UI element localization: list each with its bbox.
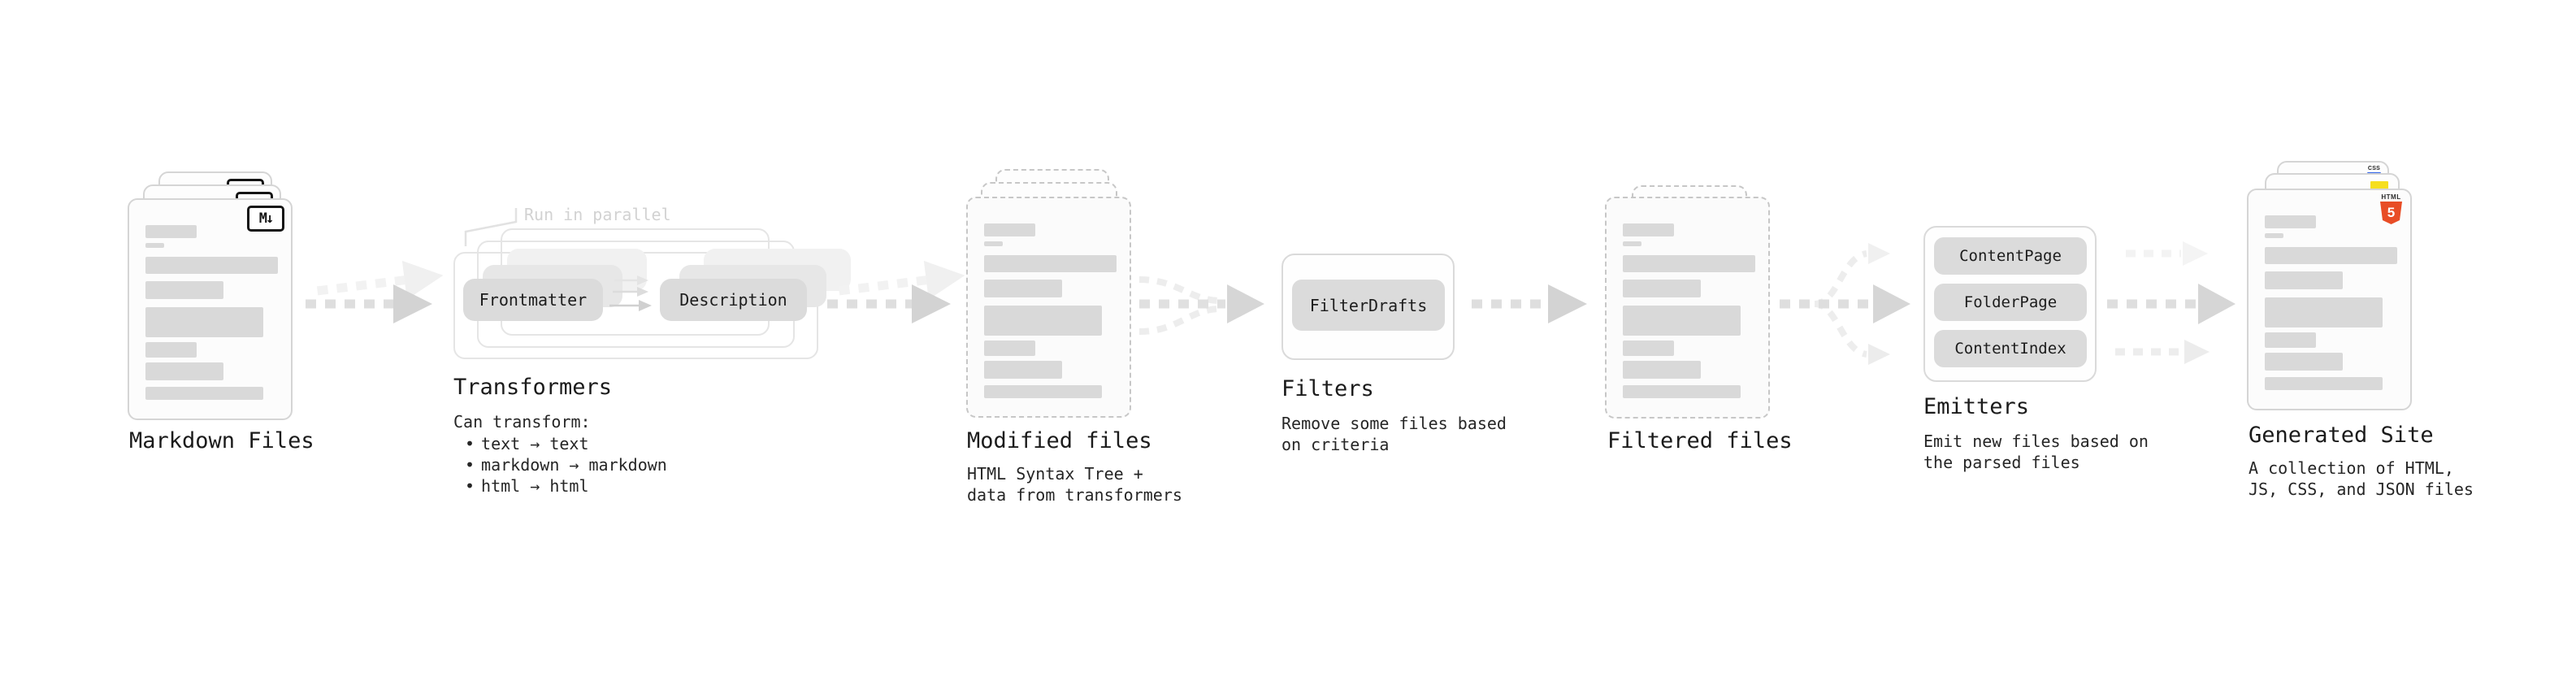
emitters-description: Emit new files based on the parsed files [1923, 431, 2149, 473]
emitters-label: Emitters [1923, 394, 2030, 419]
markdown-icon: M↓ [247, 206, 284, 232]
placeholder-bar [145, 307, 263, 337]
description-chip: Description [660, 279, 807, 321]
description-line: JS, CSS, and JSON files [2249, 479, 2474, 499]
placeholder-bar [2265, 377, 2383, 390]
bullet-item: • markdown → markdown [465, 454, 667, 475]
modified-files-label: Modified files [967, 428, 1152, 453]
arrow-markdown-to-transformers-icon [306, 260, 444, 323]
placeholder-bar [2265, 215, 2316, 228]
placeholder-bar [984, 306, 1102, 336]
placeholder-bar [145, 225, 197, 238]
file-card-dashed [1605, 197, 1770, 419]
placeholder-bar [1623, 223, 1674, 236]
description-line: data from transformers [967, 485, 1182, 505]
contentindex-chip: ContentIndex [1934, 330, 2087, 367]
placeholder-bar [1623, 340, 1674, 356]
markdown-files-label: Markdown Files [129, 428, 314, 453]
placeholder-bar [984, 340, 1035, 356]
description-line: Emit new files based on [1923, 432, 2149, 451]
run-in-parallel-note: Run in parallel [524, 205, 671, 224]
placeholder-bar [984, 361, 1062, 379]
arrow-transformers-to-modified-icon [827, 260, 965, 323]
transformers-heading: Can transform: [453, 412, 591, 432]
file-card: HTML 5 [2247, 189, 2412, 410]
placeholder-bar [145, 342, 197, 358]
html5-shield: 5 [2380, 202, 2402, 224]
placeholder-bar [2265, 297, 2383, 327]
placeholder-bar [984, 255, 1117, 272]
placeholder-bar [2265, 353, 2343, 371]
folderpage-chip: FolderPage [1934, 284, 2087, 321]
bullet-item: • text → text [465, 433, 667, 454]
generated-site-description: A collection of HTML, JS, CSS, and JSON … [2249, 458, 2474, 500]
html5-badge-label: HTML [2381, 193, 2401, 201]
css-badge-label: CSS [2367, 166, 2381, 171]
arrow-modified-to-filters-icon [1138, 276, 1264, 335]
bullet-text: html → html [481, 476, 589, 496]
annotation-leader-line [464, 208, 518, 246]
filters-label: Filters [1281, 376, 1374, 401]
bullet-marker: • [465, 476, 475, 496]
transformers-bullets: • text → text • markdown → markdown • ht… [465, 433, 667, 497]
placeholder-bar [984, 385, 1102, 398]
placeholder-bar [1623, 241, 1641, 246]
arrow-filtered-to-emitters-icon [1780, 243, 1910, 365]
placeholder-bar [145, 387, 263, 400]
description-line: HTML Syntax Tree + [967, 464, 1143, 484]
bullet-item: • html → html [465, 475, 667, 497]
modified-files-description: HTML Syntax Tree + data from transformer… [967, 463, 1182, 505]
bullet-text: text → text [481, 434, 589, 453]
filtered-files-label: Filtered files [1607, 428, 1793, 453]
generated-site-label: Generated Site [2249, 423, 2434, 448]
placeholder-bar [1623, 385, 1741, 398]
transform-arrows-icon [609, 275, 652, 311]
placeholder-bar [145, 281, 223, 299]
contentpage-chip: ContentPage [1934, 237, 2087, 275]
filterdrafts-chip: FilterDrafts [1292, 280, 1445, 331]
placeholder-bar [1623, 280, 1701, 297]
placeholder-bar [1623, 255, 1755, 272]
file-card: M↓ [128, 198, 293, 420]
placeholder-bar [145, 243, 164, 248]
placeholder-bar [984, 223, 1035, 236]
description-line: A collection of HTML, [2249, 458, 2454, 478]
placeholder-bar [145, 257, 278, 274]
transformers-label: Transformers [453, 375, 613, 400]
arrow-filters-to-filtered-icon [1472, 284, 1587, 323]
description-line: the parsed files [1923, 453, 2080, 472]
placeholder-bar [984, 280, 1062, 297]
placeholder-bar [2265, 247, 2397, 264]
html5-icon: HTML 5 [2380, 194, 2402, 224]
placeholder-bar [1623, 361, 1701, 379]
bullet-marker: • [465, 434, 475, 453]
placeholder-bar [2265, 271, 2343, 289]
filters-description: Remove some files based on criteria [1281, 413, 1507, 455]
description-line: Remove some files based [1281, 414, 1507, 433]
placeholder-bar [2265, 233, 2283, 238]
file-card-dashed [966, 197, 1131, 418]
bullet-marker: • [465, 455, 475, 475]
arrow-emitters-to-site-icon [2107, 241, 2236, 364]
placeholder-bar [2265, 332, 2316, 348]
placeholder-bar [145, 362, 223, 380]
placeholder-bar [1623, 306, 1741, 336]
bullet-text: markdown → markdown [481, 455, 667, 475]
frontmatter-chip: Frontmatter [463, 279, 603, 321]
placeholder-bar [984, 241, 1003, 246]
description-line: on criteria [1281, 435, 1390, 454]
